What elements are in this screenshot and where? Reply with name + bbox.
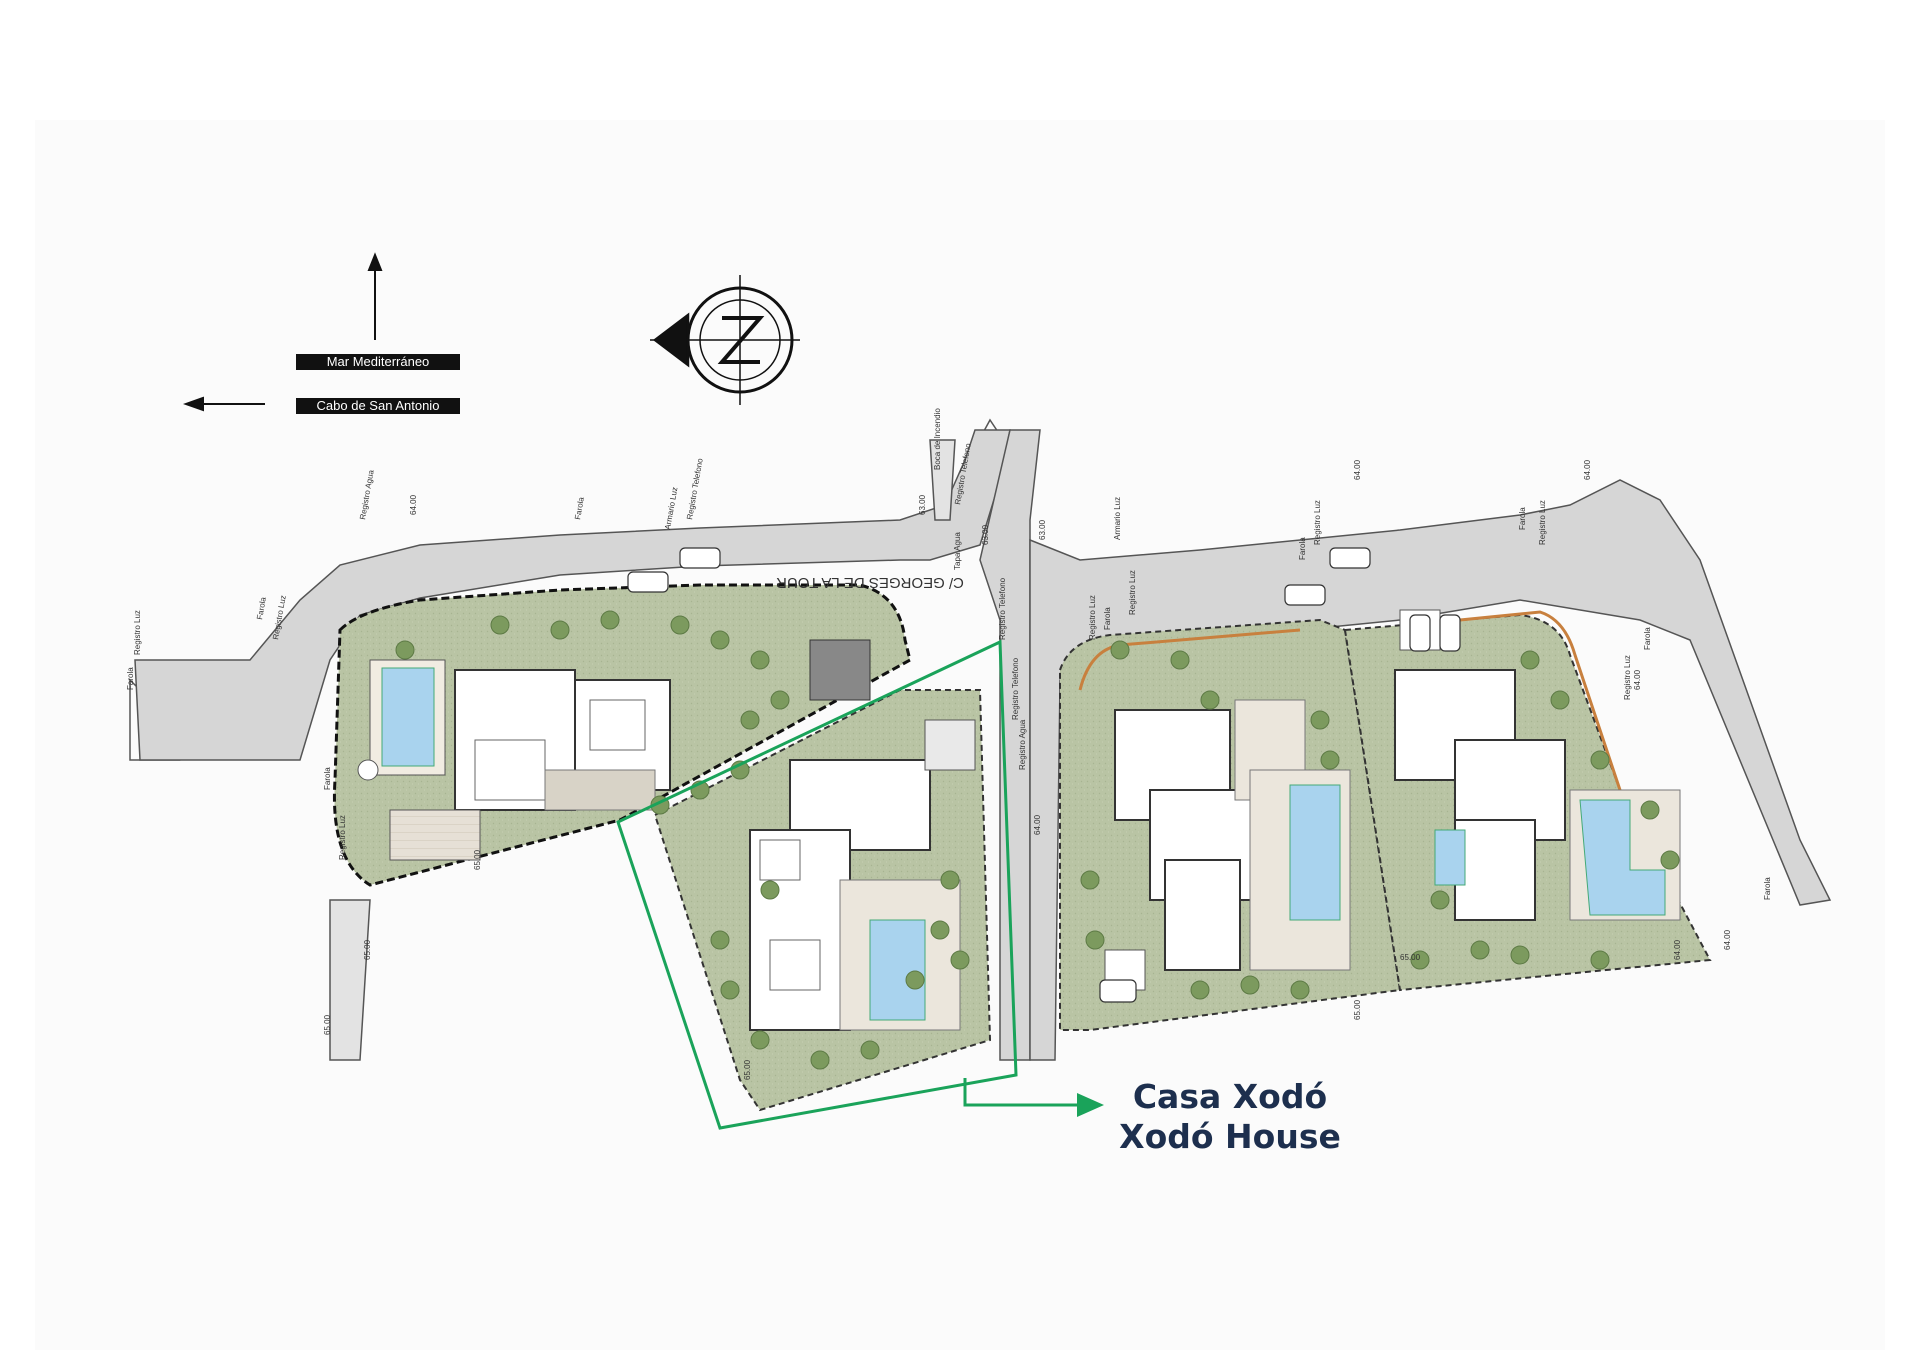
tree-marker — [1660, 850, 1680, 870]
tree-marker — [720, 980, 740, 1000]
map-annotation-label: Armario Luz — [1113, 497, 1122, 540]
map-annotation-label: Farola — [1763, 877, 1772, 900]
tree-marker — [940, 870, 960, 890]
tree-marker — [750, 650, 770, 670]
tree-marker — [1080, 870, 1100, 890]
cars — [627, 547, 1461, 1003]
tree-marker — [740, 710, 760, 730]
map-annotation-label: Registro Luz — [1313, 500, 1322, 545]
plot-3 — [1059, 618, 1402, 1031]
map-annotation-label: 64.00 — [1633, 669, 1642, 690]
north-destination-label: Mar Mediterráneo — [296, 354, 460, 370]
map-annotation-label: 64.00 — [1353, 459, 1362, 480]
tree-marker — [1320, 750, 1340, 770]
map-annotation-label: Farola — [1298, 537, 1307, 560]
tree-marker — [1110, 640, 1130, 660]
map-annotation-label: 65.00 — [363, 939, 372, 960]
tree-marker — [550, 620, 570, 640]
tree-marker — [395, 640, 415, 660]
map-annotation-label: Registro Luz — [1088, 595, 1097, 640]
tree-marker — [1430, 890, 1450, 910]
tree-markers — [395, 610, 1680, 1070]
tree-marker — [710, 630, 730, 650]
map-annotation-label: 64.00 — [1673, 939, 1682, 960]
tree-marker — [1510, 945, 1530, 965]
map-annotation-label: 63.00 — [1038, 519, 1047, 540]
tree-marker — [760, 880, 780, 900]
map-annotation-label: Farola — [255, 596, 268, 620]
map-annotation-label: Registro Luz — [1128, 570, 1137, 615]
map-annotation-label: 65.00 — [1353, 999, 1362, 1020]
tree-marker — [1590, 750, 1610, 770]
tree-marker — [905, 970, 925, 990]
tree-marker — [1200, 690, 1220, 710]
tree-marker — [1310, 710, 1330, 730]
tree-marker — [770, 690, 790, 710]
map-annotation-label: Registro Luz — [133, 610, 142, 655]
map-annotation-label: Registro Telefono — [1011, 657, 1020, 720]
west-destination-label: Cabo de San Antonio — [296, 398, 460, 414]
tree-marker — [1550, 690, 1570, 710]
house-title-english: Xodó House — [1119, 1117, 1341, 1156]
map-annotation-label: 65.00 — [743, 1059, 752, 1080]
tree-marker — [1410, 950, 1430, 970]
map-annotation-label: 65.00 — [323, 1014, 332, 1035]
tree-marker — [1190, 980, 1210, 1000]
tree-marker — [1085, 930, 1105, 950]
house-title-spanish: Casa Xodó — [1132, 1077, 1328, 1116]
tree-marker — [1520, 650, 1540, 670]
tree-marker — [1170, 650, 1190, 670]
map-annotation-label: 65.00 — [473, 849, 482, 870]
tree-marker — [490, 615, 510, 635]
plot-3-pool — [1289, 784, 1341, 921]
map-annotation-label: Registro Telefono — [998, 577, 1007, 640]
xodo-pool — [869, 919, 926, 1021]
tree-marker — [600, 610, 620, 630]
north-compass — [650, 275, 800, 405]
map-annotation-label: Farola — [1518, 507, 1527, 530]
tree-marker — [1470, 940, 1490, 960]
street-name: C/ GEORGES DE LA TOUR — [776, 574, 964, 591]
tree-marker — [670, 615, 690, 635]
map-annotation-label: Registro Luz — [1538, 500, 1547, 545]
map-annotation-label: Boca de Incendio — [933, 408, 942, 470]
map-annotation-label: 64.00 — [1033, 814, 1042, 835]
tree-marker — [860, 1040, 880, 1060]
map-annotation-label: Registro Agua — [1018, 719, 1027, 770]
tree-marker — [1590, 950, 1610, 970]
tree-marker — [750, 1030, 770, 1050]
plot-1-pool — [381, 667, 435, 767]
tree-marker — [950, 950, 970, 970]
map-annotation-label: 64.00 — [1723, 929, 1732, 950]
road-network — [129, 418, 1832, 1061]
map-annotation-label: Farola — [1103, 607, 1112, 630]
map-annotation-label: 63.00 — [981, 524, 990, 545]
plot-4-pool — [1579, 799, 1666, 916]
tree-marker — [1640, 800, 1660, 820]
tree-marker — [810, 1050, 830, 1070]
plot-xodo — [653, 689, 992, 1112]
map-annotation-label: Registro Luz — [1623, 655, 1632, 700]
tree-marker — [1240, 975, 1260, 995]
map-annotation-label: Tapa Agua — [953, 532, 962, 570]
map-annotation-label: 64.00 — [1583, 459, 1592, 480]
tree-marker — [1290, 980, 1310, 1000]
direction-arrows — [182, 252, 383, 412]
map-annotation-label: Farola — [1643, 627, 1652, 650]
xodo-highlight — [616, 639, 1104, 1130]
map-annotation-label: Registro Luz — [338, 815, 347, 860]
map-annotation-label: 63.00 — [918, 494, 927, 515]
map-annotation-label: Farola — [573, 496, 586, 520]
map-annotation-label: Farola — [323, 767, 332, 790]
map-annotation-label: 65.00 — [1400, 953, 1421, 962]
tree-marker — [930, 920, 950, 940]
map-annotation-label: 64.00 — [409, 494, 418, 515]
tree-marker — [710, 930, 730, 950]
map-annotation-label: Farola — [126, 667, 135, 690]
